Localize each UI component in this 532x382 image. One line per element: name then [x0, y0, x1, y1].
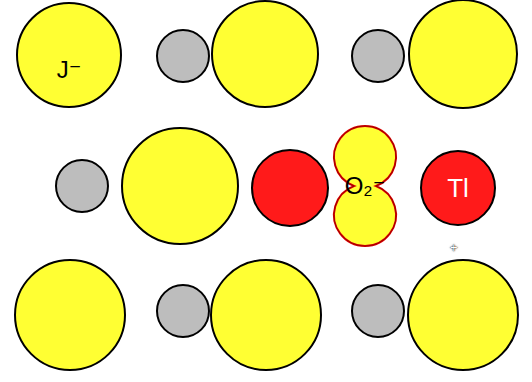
iodide-ion	[15, 260, 125, 370]
thallium-ion	[252, 150, 328, 226]
charge-sign: +	[450, 240, 458, 255]
peroxide-ion: O₂⁻	[330, 125, 400, 247]
iodide-ion	[408, 260, 518, 370]
small-ion	[157, 30, 209, 82]
iodide-ion	[409, 0, 517, 108]
small-ion	[157, 285, 209, 337]
thallium-ion: Tl	[420, 150, 496, 226]
small-ion	[56, 160, 108, 212]
ion-label: J⁻	[57, 56, 82, 84]
small-ion	[352, 30, 404, 82]
iodide-ion-shape	[16, 2, 122, 108]
ion-label: O₂⁻	[345, 172, 386, 200]
small-ion	[352, 285, 404, 337]
iodide-ion	[211, 260, 321, 370]
iodide-ion: J⁻	[16, 2, 122, 108]
iodide-ion	[122, 128, 238, 244]
iodide-ion	[212, 1, 318, 107]
ion-label: Tl	[447, 173, 469, 204]
